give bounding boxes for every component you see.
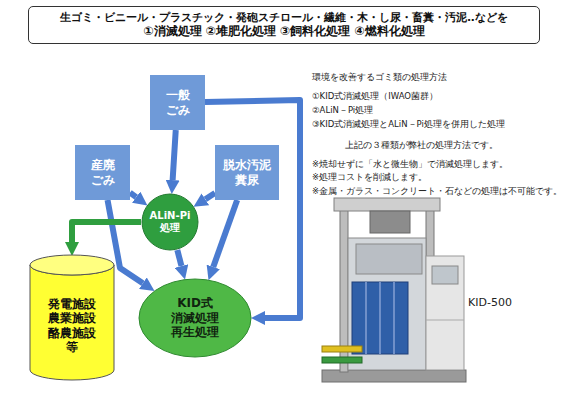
process-circle: ALiN-Pi 処理 bbox=[141, 193, 199, 251]
machine-bar bbox=[393, 282, 395, 354]
node-text: 一般 ごみ bbox=[157, 88, 199, 117]
node-text: ①消滅処理 ②堆肥化処理 ③飼料化処理 ④燃料化処理 bbox=[143, 24, 424, 38]
machine-lid bbox=[356, 244, 422, 274]
flow-arrow bbox=[72, 222, 141, 242]
source-box: 脱水汚泥 糞尿 bbox=[215, 145, 279, 200]
machine-bar bbox=[365, 282, 367, 354]
flow-arrow bbox=[205, 193, 215, 199]
flow-arrow bbox=[213, 200, 237, 267]
machine-column bbox=[426, 204, 434, 264]
node-text: KID式 消滅処理 再生処理 bbox=[162, 296, 228, 339]
method-item: ①KID式消滅処理（IWAO菌群） bbox=[312, 91, 438, 101]
note-text: ※焼却せずに「水と微生物」で消滅処理します。 bbox=[312, 159, 508, 169]
header-box: 生ゴミ・ビニール・プラスチック・発砲スチロール・繊維・木・し尿・畜糞・汚泥‥など… bbox=[28, 6, 540, 44]
note-text: ※金属・ガラス・コンクリート・石などの処理は不可能です。 bbox=[312, 186, 562, 196]
machine-bar bbox=[379, 282, 381, 354]
kid-machine bbox=[322, 198, 466, 382]
note-text: ※処理コストを削減します。 bbox=[312, 172, 427, 182]
outline-shape bbox=[30, 255, 114, 275]
note-text: 上記の３種類が弊社の処理方法です。 bbox=[345, 140, 498, 150]
outline-shape bbox=[142, 194, 198, 250]
node-text: 生ゴミ・ビニール・プラスチック・発砲スチロール・繊維・木・し尿・畜糞・汚泥‥など… bbox=[60, 11, 507, 24]
source-box: 産廃 ごみ bbox=[75, 145, 130, 200]
machine-hopper bbox=[352, 282, 408, 354]
node-text: 発電施設 農業施設 酪農施設 等 bbox=[43, 297, 101, 355]
cabinet-seam bbox=[426, 320, 464, 321]
source-box: 一般 ごみ bbox=[150, 75, 205, 130]
machine-rail bbox=[322, 346, 362, 352]
outline-shape bbox=[139, 279, 251, 357]
flow-arrow bbox=[130, 193, 136, 197]
outline-shape bbox=[30, 265, 114, 380]
process-ellipse: KID式 消滅処理 再生処理 bbox=[138, 278, 252, 358]
machine-rail bbox=[322, 357, 362, 363]
node-text: 脱水汚泥 糞尿 bbox=[220, 158, 274, 187]
method-item: ②ALiN－Pi処理 bbox=[312, 105, 373, 115]
model-name: KID-500 bbox=[468, 296, 512, 309]
flow-arrow bbox=[173, 130, 176, 180]
control-panel bbox=[432, 266, 458, 284]
method-item: ③KID式消滅処理とALiN－Pi処理を併用した処理 bbox=[312, 119, 505, 129]
control-cabinet bbox=[426, 256, 464, 370]
node-text: 産廃 ごみ bbox=[82, 158, 124, 187]
machine-motor bbox=[370, 211, 410, 233]
flow-arrow bbox=[177, 250, 181, 266]
note-heading: 環境を改善するゴミ類の処理方法 bbox=[312, 72, 447, 83]
node-text: ALiN-Pi 処理 bbox=[145, 210, 195, 234]
machine-beam bbox=[334, 198, 440, 211]
facility-cylinder: 発電施設 農業施設 酪農施設 等 bbox=[30, 255, 114, 380]
